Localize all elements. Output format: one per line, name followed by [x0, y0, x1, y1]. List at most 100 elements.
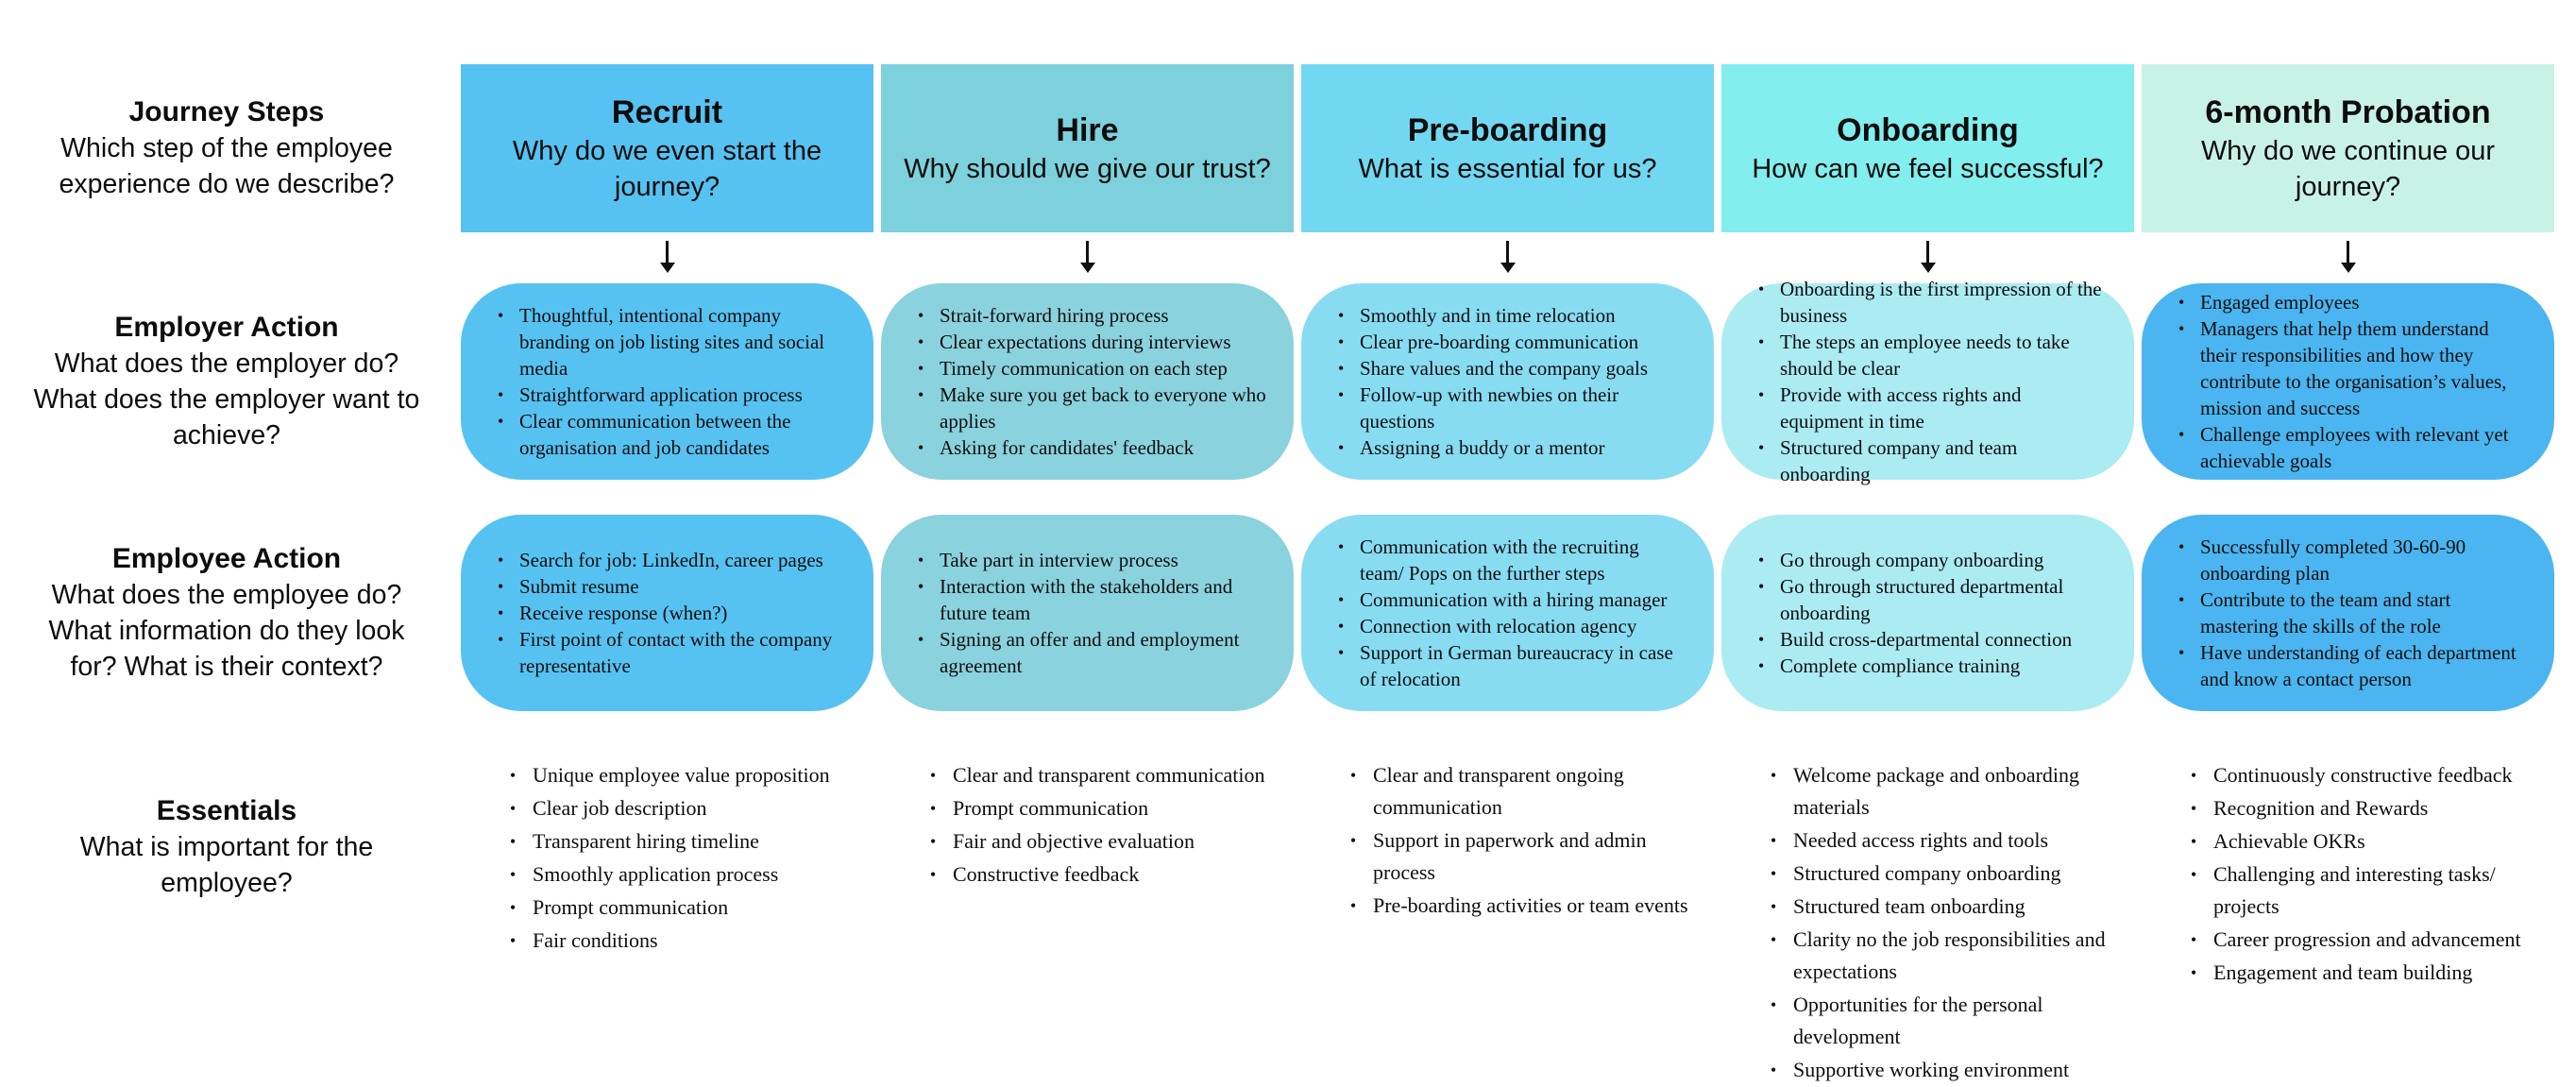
journey-step-header-pre-boarding: Pre-boarding What is essential for us?	[1301, 64, 1714, 232]
bullet-item: Engaged employees	[2170, 289, 2528, 315]
row-label-desc: What is important for the employee?	[79, 832, 374, 898]
employer-action-card-probation: Engaged employeesManagers that help them…	[2142, 283, 2554, 480]
bullet-item: Successfully completed 30-60-90 onboardi…	[2170, 534, 2528, 586]
bullet-item: Communication with the recruiting team/ …	[1330, 534, 1687, 586]
bullet-item: Connection with relocation agency	[1330, 613, 1687, 639]
row-label-title: Employee Action	[111, 543, 342, 574]
row-label-desc: What does the employer do? What does the…	[33, 348, 420, 450]
bullet-item: Constructive feedback	[924, 858, 1280, 891]
down-arrow-icon	[461, 232, 873, 283]
bullet-item: The steps an employee needs to take shou…	[1750, 329, 2108, 382]
step-title: 6-month Probation	[2205, 94, 2491, 130]
employee-action-list: Search for job: LinkedIn, career pagesSu…	[489, 547, 847, 679]
essentials-list: Continuously constructive feedbackRecogn…	[2185, 759, 2541, 989]
bullet-item: Thoughtful, intentional company branding…	[489, 302, 847, 382]
essentials-probation: Continuously constructive feedbackRecogn…	[2142, 756, 2554, 1087]
down-arrow-icon	[1721, 232, 2134, 283]
bullet-item: Clear job description	[504, 792, 860, 824]
essentials-list: Welcome package and onboarding materials…	[1765, 759, 2121, 1086]
bullet-item: Clarity no the job responsibilities and …	[1765, 924, 2121, 988]
bullet-item: First point of contact with the company …	[489, 626, 847, 679]
step-title: Hire	[1056, 112, 1119, 148]
bullet-item: Opportunities for the personal developme…	[1765, 989, 2121, 1053]
bullet-item: Strait-forward hiring process	[909, 302, 1267, 329]
essentials-list: Clear and transparent ongoing communicat…	[1345, 759, 1701, 922]
row-label-title: Employer Action	[114, 312, 339, 343]
bullet-item: Structured company and team onboarding	[1750, 434, 2108, 487]
bullet-item: Make sure you get back to everyone who a…	[909, 382, 1267, 434]
employer-action-list: Smoothly and in time relocationClear pre…	[1330, 302, 1687, 461]
bullet-item: Receive response (when?)	[489, 600, 847, 626]
bullet-item: Fair conditions	[504, 925, 860, 957]
journey-step-header-recruit: Recruit Why do we even start the journey…	[461, 64, 873, 232]
row-label-employer-action: Employer Action What does the employer d…	[0, 283, 453, 480]
row-label-title: Journey Steps	[128, 96, 325, 127]
bullet-item: Support in paperwork and admin process	[1345, 824, 1701, 889]
bullet-item: Share values and the company goals	[1330, 355, 1687, 382]
bullet-item: Supportive working environment	[1765, 1054, 2121, 1086]
row-label-title: Essentials	[156, 795, 297, 826]
bullet-item: Clear pre-boarding communication	[1330, 329, 1687, 355]
employee-action-card-onboarding: Go through company onboardingGo through …	[1721, 515, 2134, 711]
essentials-hire: Clear and transparent communicationPromp…	[881, 756, 1294, 1087]
bullet-item: Clear expectations during interviews	[909, 329, 1267, 355]
step-question: Why should we give our trust?	[904, 154, 1271, 184]
employer-action-list: Strait-forward hiring processClear expec…	[909, 302, 1267, 461]
essentials-list: Unique employee value propositionClear j…	[504, 759, 860, 957]
bullet-item: Prompt communication	[924, 792, 1280, 824]
bullet-item: Engagement and team building	[2185, 957, 2541, 989]
journey-step-header-onboarding: Onboarding How can we feel successful?	[1721, 64, 2134, 232]
bullet-item: Structured team onboarding	[1765, 891, 2121, 923]
bullet-item: Welcome package and onboarding materials	[1765, 759, 2121, 824]
bullet-item: Search for job: LinkedIn, career pages	[489, 547, 847, 573]
bullet-item: Challenging and interesting tasks/ proje…	[2185, 858, 2541, 923]
journey-step-header-probation: 6-month Probation Why do we continue our…	[2142, 64, 2554, 232]
essentials-recruit: Unique employee value propositionClear j…	[461, 756, 873, 1087]
bullet-item: Straightforward application process	[489, 382, 847, 408]
bullet-item: Smoothly and in time relocation	[1330, 302, 1687, 329]
bullet-item: Timely communication on each step	[909, 355, 1267, 382]
bullet-item: Submit resume	[489, 573, 847, 600]
bullet-item: Asking for candidates' feedback	[909, 434, 1267, 461]
bullet-item: Go through structured departmental onboa…	[1750, 573, 2108, 626]
bullet-item: Clear and transparent ongoing communicat…	[1345, 759, 1701, 824]
employer-action-list: Engaged employeesManagers that help them…	[2170, 289, 2528, 474]
employee-action-list: Communication with the recruiting team/ …	[1330, 534, 1687, 692]
bullet-item: Continuously constructive feedback	[2185, 759, 2541, 791]
employee-action-list: Go through company onboardingGo through …	[1750, 547, 2108, 679]
journey-step-header-hire: Hire Why should we give our trust?	[881, 64, 1294, 232]
employee-action-list: Take part in interview processInteractio…	[909, 547, 1267, 679]
bullet-item: Assigning a buddy or a mentor	[1330, 434, 1687, 461]
row-label-essentials: Essentials What is important for the emp…	[0, 756, 453, 1087]
bullet-item: Clear communication between the organisa…	[489, 408, 847, 461]
step-question: Why do we continue our journey?	[2200, 136, 2496, 202]
step-title: Recruit	[611, 94, 723, 130]
row-label-desc: Which step of the employee experience do…	[59, 133, 395, 199]
bullet-item: Clear and transparent communication	[924, 759, 1280, 791]
bullet-item: Go through company onboarding	[1750, 547, 2108, 573]
employer-action-card-recruit: Thoughtful, intentional company branding…	[461, 283, 873, 480]
bullet-item: Support in German bureaucracy in case of…	[1330, 639, 1687, 692]
bullet-item: Signing an offer and and employment agre…	[909, 626, 1267, 679]
bullet-item: Recognition and Rewards	[2185, 792, 2541, 824]
down-arrow-icon	[881, 232, 1294, 283]
bullet-item: Fair and objective evaluation	[924, 825, 1280, 858]
employer-action-card-pre-boarding: Smoothly and in time relocationClear pre…	[1301, 283, 1714, 480]
bullet-item: Contribute to the team and start masteri…	[2170, 586, 2528, 639]
row-label-desc: What does the employee do? What informat…	[48, 580, 405, 682]
step-title: Pre-boarding	[1407, 112, 1608, 148]
bullet-item: Needed access rights and tools	[1765, 824, 2121, 857]
bullet-item: Prompt communication	[504, 892, 860, 924]
employer-action-card-onboarding: Onboarding is the first impression of th…	[1721, 276, 2134, 485]
bullet-item: Structured company onboarding	[1765, 858, 2121, 890]
bullet-item: Follow-up with newbies on their question…	[1330, 382, 1687, 434]
employee-action-card-probation: Successfully completed 30-60-90 onboardi…	[2142, 515, 2554, 711]
employee-action-card-pre-boarding: Communication with the recruiting team/ …	[1301, 515, 1714, 711]
bullet-item: Onboarding is the first impression of th…	[1750, 276, 2108, 329]
employee-journey-map: Journey Steps Which step of the employee…	[0, 0, 2576, 1062]
employee-action-card-hire: Take part in interview processInteractio…	[881, 515, 1294, 711]
bullet-item: Build cross-departmental connection	[1750, 626, 2108, 653]
down-arrow-icon	[2142, 232, 2554, 283]
employer-action-list: Onboarding is the first impression of th…	[1750, 276, 2108, 487]
essentials-onboarding: Welcome package and onboarding materials…	[1721, 756, 2134, 1087]
